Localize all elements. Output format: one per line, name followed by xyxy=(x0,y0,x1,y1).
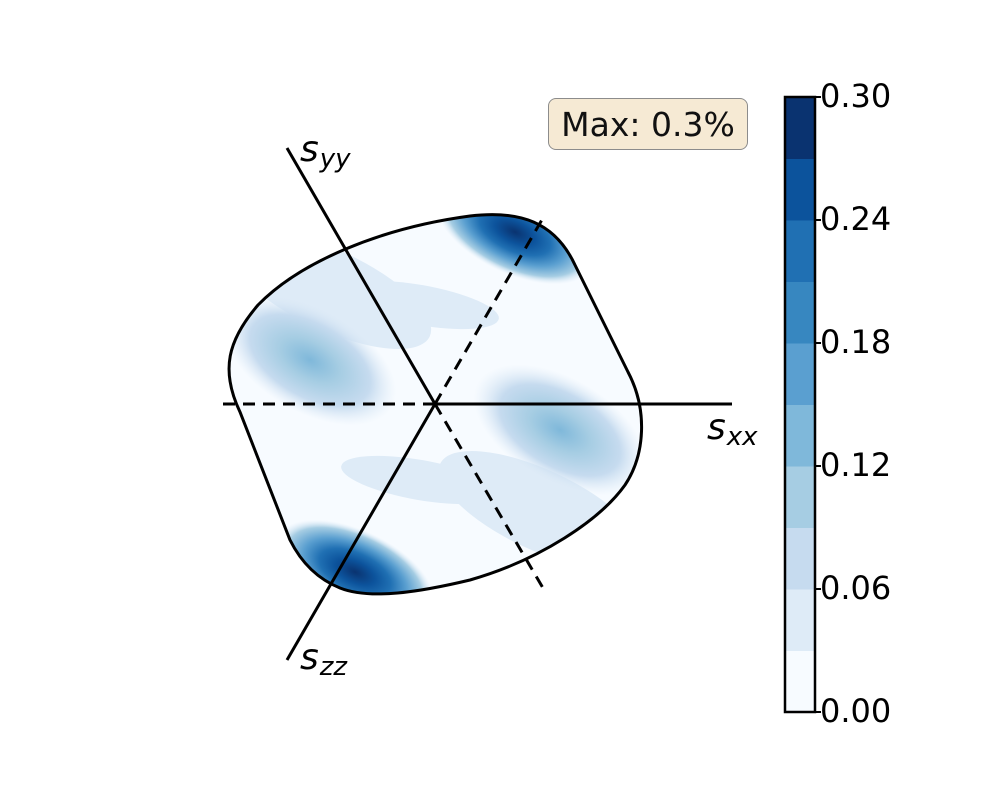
contour-band xyxy=(341,455,499,505)
colorbar-segment xyxy=(785,97,815,159)
colorbar-segment xyxy=(785,404,815,467)
colorbar-segment xyxy=(785,589,815,651)
colorbar-tick-label: 0.30 xyxy=(820,77,892,115)
colorbar-segment xyxy=(785,281,815,344)
colorbar-tick-label: 0.00 xyxy=(820,692,892,730)
axis-label-sxx: sxx xyxy=(707,407,758,452)
colorbar-tick-label: 0.12 xyxy=(820,446,892,484)
colorbar-frame xyxy=(783,95,817,714)
colorbar-tick-label: 0.18 xyxy=(820,323,892,361)
yield-surface-outline xyxy=(227,213,643,596)
colorbar-segment xyxy=(785,220,815,282)
colorbar-segment xyxy=(785,466,815,528)
colorbar-segment xyxy=(785,527,815,590)
contour-lobe-right xyxy=(473,364,642,496)
contour-hotspot-top xyxy=(435,214,595,285)
contour-hotspot-bottom xyxy=(275,519,435,594)
colorbar-segment xyxy=(785,343,815,405)
axis-syy-line xyxy=(285,147,437,405)
contour-band xyxy=(341,280,499,330)
axis-syy-negative xyxy=(433,403,545,589)
axis-szz-negative xyxy=(433,217,545,405)
max-annotation: Max: 0.3% xyxy=(548,98,748,150)
axis-label-szz: szz xyxy=(300,637,348,682)
contour-lobe-left xyxy=(228,294,397,426)
axis-label-syy: syy xyxy=(300,129,351,174)
axis-szz-line xyxy=(285,403,437,661)
colorbar xyxy=(783,95,821,714)
colorbar-tick-label: 0.06 xyxy=(820,569,892,607)
colorbar-segment xyxy=(785,158,815,221)
colorbar-segment xyxy=(785,650,815,713)
colorbar-tick-label: 0.24 xyxy=(820,200,892,238)
